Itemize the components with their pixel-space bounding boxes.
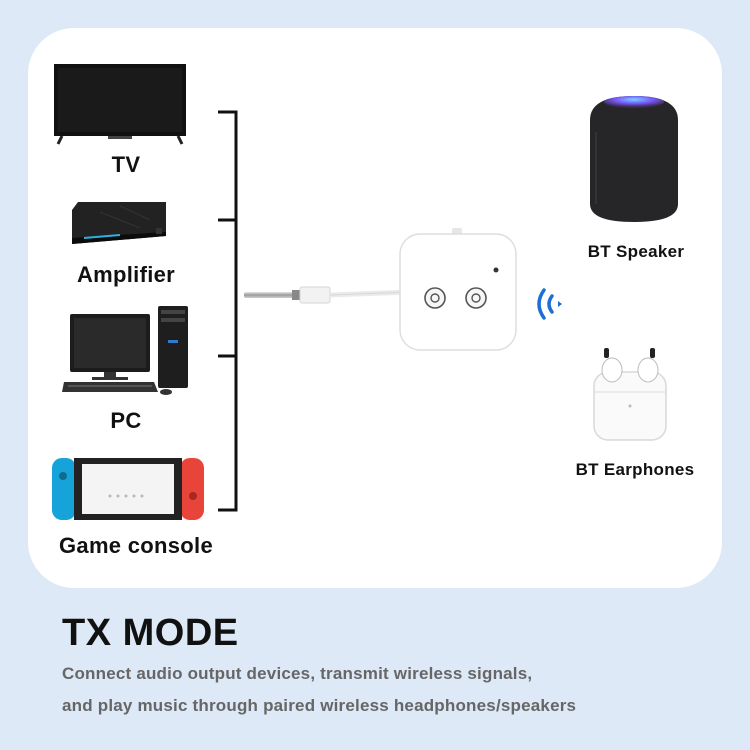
source-label-tv: TV xyxy=(111,152,141,177)
amplifier-icon xyxy=(72,202,166,244)
mode-title: TX MODE xyxy=(62,612,239,654)
source-label-game-console: Game console xyxy=(59,533,213,558)
game-console-icon xyxy=(52,458,204,520)
mode-description-line-2: and play music through paired wireless h… xyxy=(62,696,577,715)
bluetooth-adapter-icon xyxy=(244,228,517,351)
speaker-icon xyxy=(590,96,678,222)
earphones-icon xyxy=(593,348,667,441)
destination-label-speaker: BT Speaker xyxy=(587,242,685,261)
destination-label-earphones: BT Earphones xyxy=(575,460,695,479)
wireless-signal-icon xyxy=(537,288,562,320)
mode-description-line-1: Connect audio output devices, transmit w… xyxy=(62,664,533,683)
tv-icon xyxy=(54,64,186,145)
source-bracket xyxy=(218,110,238,512)
pc-icon xyxy=(62,306,188,395)
source-label-pc: PC xyxy=(110,408,142,433)
source-label-amplifier: Amplifier xyxy=(76,262,176,287)
